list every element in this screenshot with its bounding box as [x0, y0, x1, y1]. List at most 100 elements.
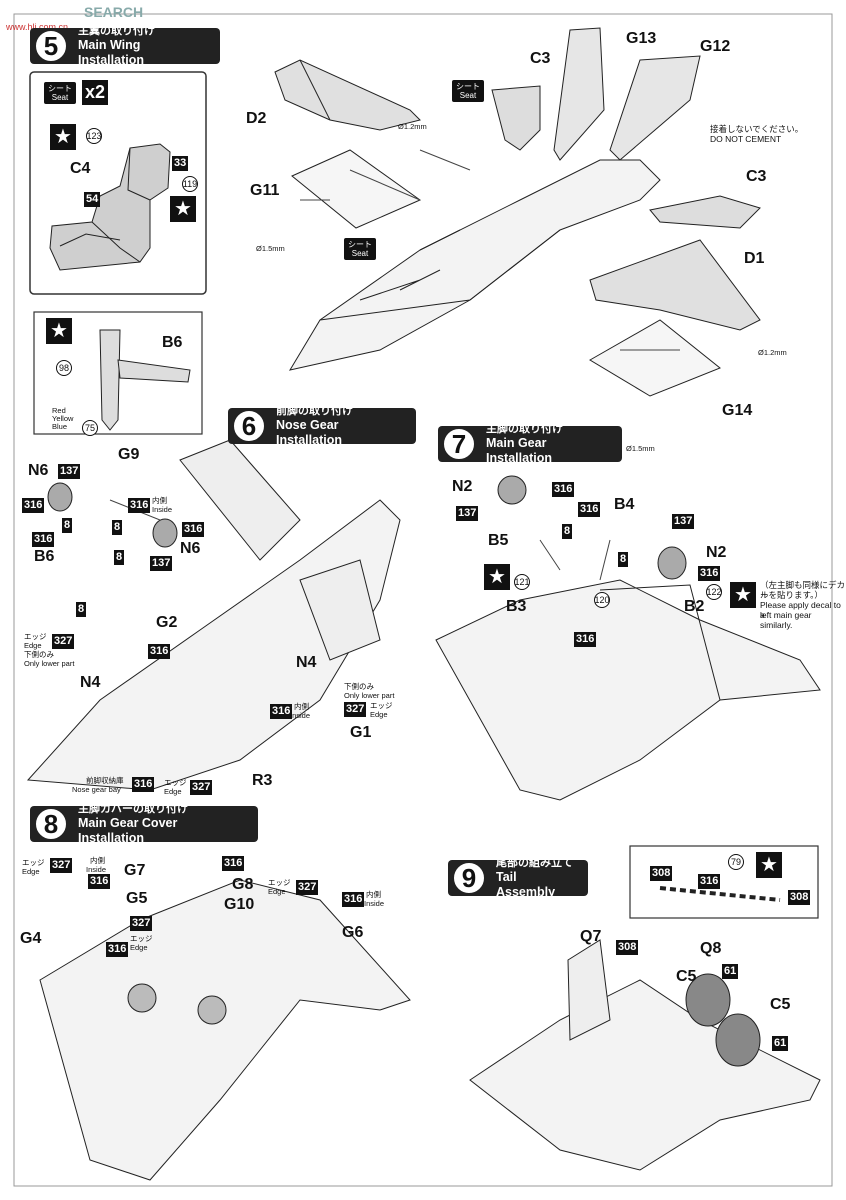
part-N6-left: N6: [28, 462, 49, 479]
part-G1: G1: [350, 724, 372, 741]
paint-316: 316: [132, 777, 155, 792]
paint-316: 316: [552, 482, 575, 497]
part-G8: G8: [232, 876, 254, 893]
seat-label-top: シート Seat: [452, 80, 484, 102]
step8-header: 8 主脚カバーの取り付け Main Gear Cover Installatio…: [30, 802, 258, 845]
paint-8: 8: [114, 550, 125, 565]
label-inside-en-2: Inside: [290, 711, 311, 720]
step6-number: 6: [232, 409, 266, 443]
seat-box-en: Seat: [51, 93, 69, 102]
step5-header: 5 主翼の取り付け Main Wing Installation: [30, 25, 220, 67]
label-edge-en-4: Edge: [22, 867, 40, 876]
part-G7: G7: [124, 862, 146, 879]
paint-327: 327: [190, 780, 213, 795]
label-edge-jp-4: エッジ: [22, 858, 45, 867]
seat-label-mid-jp: シート: [348, 240, 372, 249]
part-B4: B4: [614, 496, 635, 513]
star-mark-icon: ★: [730, 582, 756, 608]
seat-label-top-en: Seat: [459, 91, 477, 100]
part-G5: G5: [126, 890, 148, 907]
decal-119: 119: [182, 176, 198, 192]
decal-98: 98: [56, 360, 72, 376]
paint-61: 61: [722, 964, 739, 979]
label-lower-en-2: Only lower part: [344, 691, 395, 700]
step6-title-en: Nose Gear Installation: [276, 417, 342, 447]
star-mark-icon: ★: [50, 124, 76, 150]
label-lower-jp: 下側のみ: [24, 650, 54, 659]
part-B6-inset: B6: [162, 334, 183, 351]
watermark-url: www.hlj.com.cn: [6, 22, 69, 32]
seat-label-mid: シート Seat: [344, 238, 376, 260]
part-G6: G6: [342, 924, 364, 941]
decal-121: 121: [514, 574, 530, 590]
label-inside-en-3: Inside: [86, 865, 107, 874]
step6-title-jp: 前脚の取り付け: [276, 404, 353, 417]
paint-316: 316: [32, 532, 55, 547]
part-G2: G2: [156, 614, 178, 631]
paint-316: 316: [270, 704, 293, 719]
watermark-logo-text: SEARCH: [84, 4, 144, 20]
step8-title-jp: 主脚カバーの取り付け: [78, 802, 188, 815]
decal-note-en2: left main gear similarly.: [760, 610, 812, 630]
paint-316: 316: [106, 942, 129, 957]
paint-316: 316: [342, 892, 365, 907]
part-N4-right: N4: [296, 654, 317, 671]
part-N6-right: N6: [180, 540, 201, 557]
paint-61: 61: [772, 1036, 789, 1051]
part-R3: R3: [252, 772, 273, 789]
star-mark-icon: ★: [484, 564, 510, 590]
part-G10: G10: [224, 896, 255, 913]
part-G12: G12: [700, 38, 731, 55]
label-inside-jp-2: 内側: [294, 702, 309, 711]
label-edge-en-5: Edge: [268, 887, 286, 896]
label-edge-jp-5: エッジ: [268, 878, 291, 887]
decal-120: 120: [594, 592, 610, 608]
watermark-logo: SEARCH: [6, 4, 143, 20]
seat-box-jp: シート: [48, 84, 72, 93]
label-edge-jp-2: エッジ: [370, 701, 393, 710]
label-inside-jp-3: 内側: [90, 856, 105, 865]
drill-1-5mm-left: Ø1.5mm: [256, 244, 285, 253]
paint-316: 316: [222, 856, 245, 871]
paint-327: 327: [344, 702, 367, 717]
decal-123: 123: [86, 128, 102, 144]
paint-137: 137: [58, 464, 81, 479]
part-C5-lower: C5: [770, 996, 791, 1013]
label-edge-jp-6: エッジ: [130, 934, 153, 943]
drill-1-2mm-top: Ø1.2mm: [398, 122, 427, 131]
decal-75: 75: [82, 420, 98, 436]
label-nosebay-en: Nose gear bay: [72, 785, 121, 794]
label-nosebay-jp: 前脚収納庫: [86, 776, 124, 785]
step9-header: 9 尾部の組み立て Tail Assembly: [448, 857, 588, 899]
label-edge-jp-3: エッジ: [164, 778, 187, 787]
paint-316: 316: [128, 498, 151, 513]
decal-122: 122: [706, 584, 722, 600]
seat-label-mid-en: Seat: [351, 249, 369, 258]
label-edge-jp: エッジ: [24, 632, 47, 641]
paint-8: 8: [562, 524, 573, 539]
label-edge-en-2: Edge: [370, 710, 388, 719]
part-C3-top: C3: [530, 50, 551, 67]
step5-title-en: Main Wing Installation: [78, 37, 144, 67]
step6-header: 6 前脚の取り付け Nose Gear Installation: [228, 404, 416, 447]
paint-137: 137: [150, 556, 173, 571]
no-cement-en: DO NOT CEMENT: [710, 134, 782, 144]
part-D1: D1: [744, 250, 765, 267]
paint-316: 316: [22, 498, 45, 513]
label-inside-en: Inside: [152, 505, 173, 514]
paint-327: 327: [50, 858, 73, 873]
step5-number: 5: [34, 29, 68, 63]
part-G14: G14: [722, 402, 753, 419]
paint-308: 308: [650, 866, 673, 881]
star-mark-icon: ★: [46, 318, 72, 344]
paint-308: 308: [616, 940, 639, 955]
part-D2: D2: [246, 110, 267, 127]
color-red: Red: [52, 406, 66, 415]
label-inside-en-4: Inside: [364, 899, 385, 908]
label-inside-jp: 内側: [152, 496, 167, 505]
color-blue: Blue: [52, 422, 68, 431]
part-N2-right: N2: [706, 544, 727, 561]
paint-316: 316: [574, 632, 597, 647]
decal-note-jp2: ルを貼ります。）: [760, 590, 823, 600]
part-G4: G4: [20, 930, 42, 947]
